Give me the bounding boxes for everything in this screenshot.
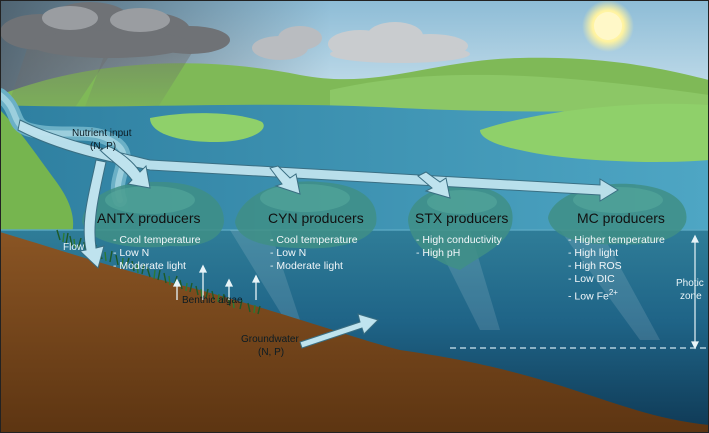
antx-condition-1: - Cool temperature xyxy=(113,234,201,246)
benthic-algae-label: Benthic algae xyxy=(182,295,243,306)
groundwater-label: Groundwater xyxy=(241,334,299,345)
cyn-condition-1: - Cool temperature xyxy=(270,234,358,246)
cyn-condition-3: - Moderate light xyxy=(270,260,343,272)
stx-producers-title: STX producers xyxy=(415,210,509,226)
mc-condition-1: - Higher temperature xyxy=(568,234,665,246)
mc-producers-title: MC producers xyxy=(577,210,665,226)
flow-label: Flow xyxy=(63,242,85,253)
groundwater-sub-label: (N, P) xyxy=(258,347,285,358)
sun-icon xyxy=(582,0,634,52)
cyn-producers-title: CYN producers xyxy=(268,210,364,226)
antx-condition-2: - Low N xyxy=(113,247,150,259)
antx-producers-title: ANTX producers xyxy=(97,210,201,226)
mc-condition-2: - High light xyxy=(568,247,619,259)
photic-zone-label-line1: Photic xyxy=(676,278,704,289)
mc-condition-4: - Low DIC xyxy=(568,273,615,285)
mc-condition-5-text: - Low Fe xyxy=(568,290,609,303)
nutrient-input-sub-label: (N, P) xyxy=(90,141,117,152)
cyn-condition-2: - Low N xyxy=(270,247,307,259)
mc-condition-5-superscript: 2+ xyxy=(608,288,618,297)
mc-condition-3: - High ROS xyxy=(568,260,622,272)
nutrient-input-label: Nutrient input xyxy=(72,128,132,139)
cloud-icon xyxy=(0,2,470,63)
stx-condition-2: - High pH xyxy=(416,247,461,259)
mc-condition-5: - Low Fe2+ xyxy=(568,286,618,304)
stx-condition-1: - High conductivity xyxy=(416,234,502,246)
photic-zone-label-line2: zone xyxy=(680,291,702,302)
antx-condition-3: - Moderate light xyxy=(113,260,186,272)
